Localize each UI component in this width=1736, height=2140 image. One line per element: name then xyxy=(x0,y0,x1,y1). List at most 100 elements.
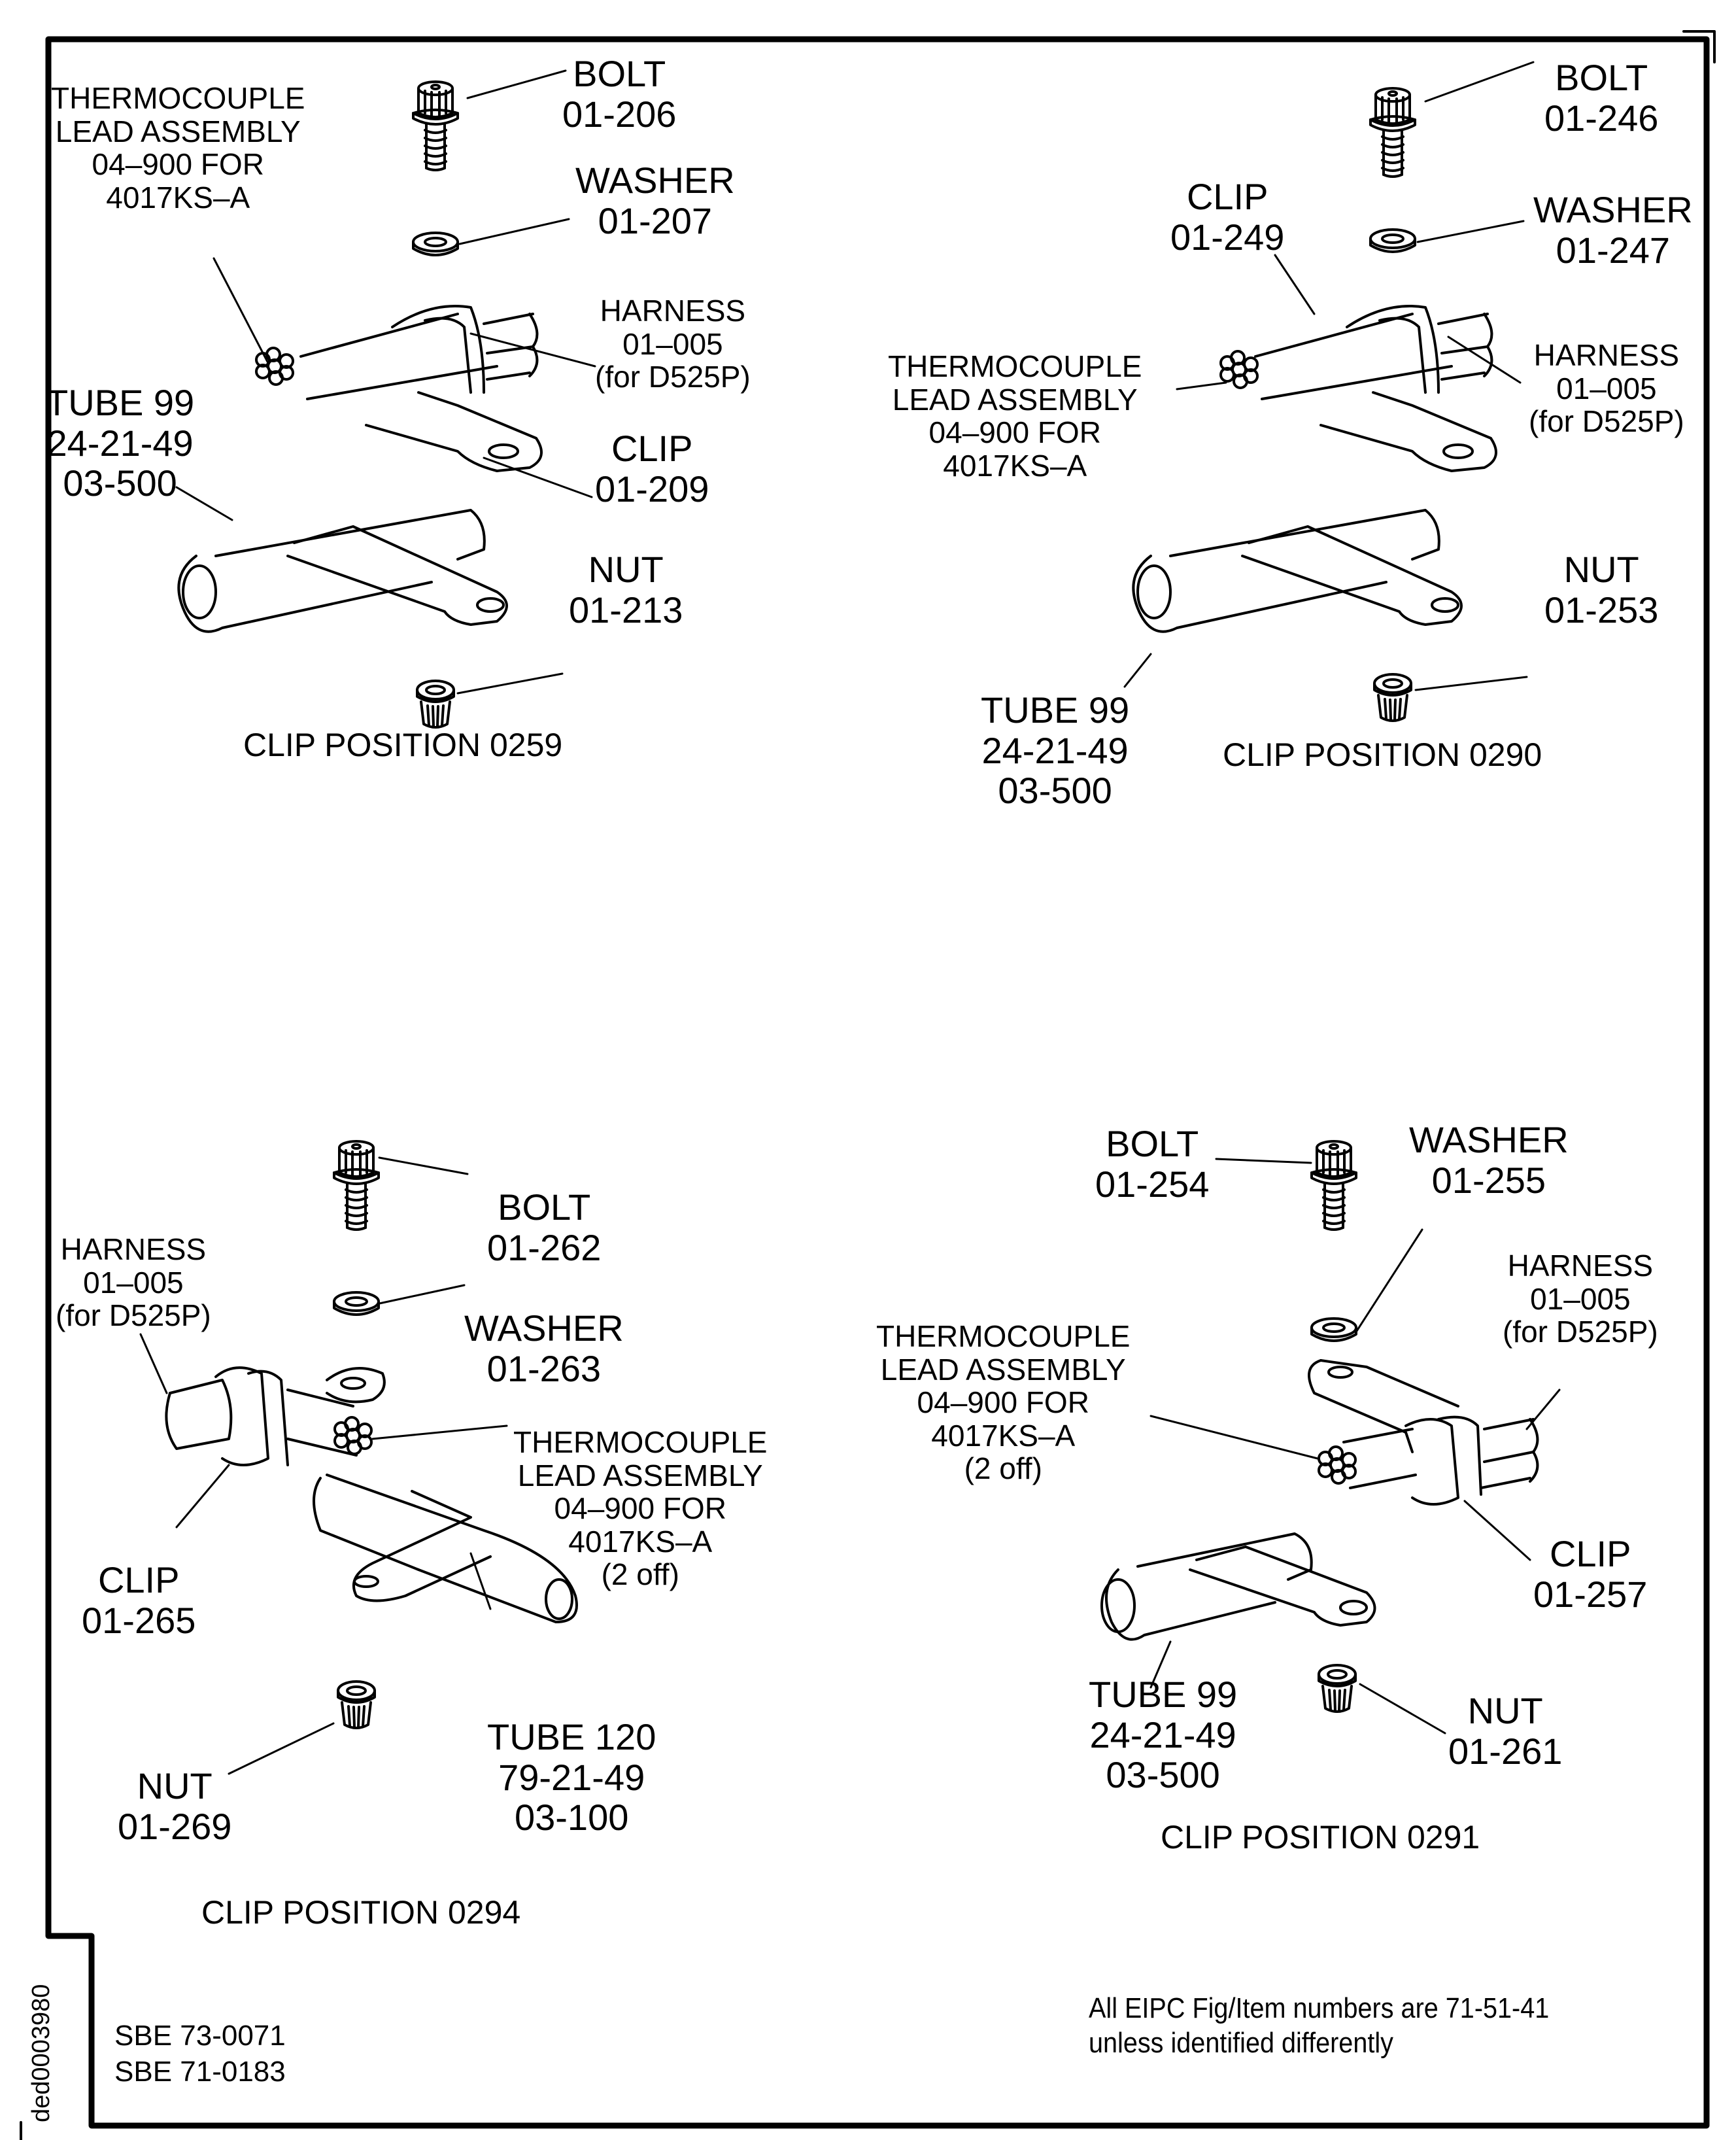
view-0294-bolt-label: BOLT 01-262 xyxy=(487,1187,601,1268)
part-name: BOLT xyxy=(573,53,666,94)
part-name: BOLT xyxy=(1106,1123,1199,1164)
view-0291-art xyxy=(1100,1140,1561,1734)
eipc-note-line: unless identified differently xyxy=(1089,2026,1393,2059)
part-number: 03-100 xyxy=(514,1797,629,1838)
view-0294-art xyxy=(139,1140,578,1775)
part-number: 04–900 FOR xyxy=(554,1491,726,1526)
part-ref: 79-21-49 xyxy=(498,1756,645,1798)
part-number: 01-261 xyxy=(1448,1730,1563,1772)
sbe-references: SBE 73-0071 SBE 71-0183 xyxy=(114,2018,286,2090)
part-number: 03-500 xyxy=(1106,1754,1220,1796)
part-number: 01-247 xyxy=(1556,229,1671,271)
view-0291-bolt-label: BOLT 01-254 xyxy=(1095,1124,1209,1204)
part-name: WASHER xyxy=(575,160,735,201)
part-name: HARNESS xyxy=(60,1232,207,1266)
part-name: THERMOCOUPLE xyxy=(888,349,1142,383)
part-name: HARNESS xyxy=(1533,338,1680,372)
part-number: 01-213 xyxy=(569,589,683,630)
part-name: NUT xyxy=(588,549,664,590)
part-name: BOLT xyxy=(498,1186,591,1228)
part-name: CLIP xyxy=(1186,176,1268,217)
part-number: 01–005 xyxy=(1530,1281,1631,1316)
part-name: NUT xyxy=(1563,549,1639,590)
part-name: TUBE 120 xyxy=(487,1716,656,1757)
view-0290-tube-label: TUBE 99 24-21-49 03-500 xyxy=(981,690,1129,811)
part-name: WASHER xyxy=(464,1307,624,1349)
part-name: CLIP xyxy=(1549,1533,1631,1574)
part-number: 01–005 xyxy=(83,1265,184,1300)
part-number: 04–900 FOR xyxy=(928,415,1101,450)
part-name: HARNESS xyxy=(600,294,746,328)
applicability: 4017KS–A xyxy=(106,180,250,215)
view-0259-bolt-label: BOLT 01-206 xyxy=(562,54,676,134)
eipc-note: All EIPC Fig/Item numbers are 71-51-41 u… xyxy=(1089,1992,1549,2061)
view-0294-tube-label: TUBE 120 79-21-49 03-100 xyxy=(487,1717,656,1838)
applicability: (for D525P) xyxy=(595,360,751,394)
part-name: WASHER xyxy=(1533,189,1693,230)
part-name: TUBE 99 xyxy=(981,689,1130,731)
part-number: 01–005 xyxy=(622,326,723,361)
applicability: (for D525P) xyxy=(56,1298,211,1333)
part-number: 01-255 xyxy=(1431,1159,1546,1201)
view-0259-clip-label: CLIP 01-209 xyxy=(595,428,709,509)
part-name: THERMOCOUPLE xyxy=(51,81,305,115)
view-0259-harness-label: HARNESS 01–005 (for D525P) xyxy=(595,294,751,394)
quantity: (2 off) xyxy=(601,1557,679,1592)
part-name: TUBE 99 xyxy=(1089,1674,1238,1715)
part-name: CLIP xyxy=(611,428,693,469)
part-name: THERMOCOUPLE xyxy=(513,1425,768,1459)
part-number: 01-209 xyxy=(595,468,709,509)
applicability: (for D525P) xyxy=(1503,1315,1658,1349)
part-number: 01-206 xyxy=(562,93,677,135)
part-name: NUT xyxy=(137,1765,213,1806)
part-name-line2: LEAD ASSEMBLY xyxy=(880,1352,1126,1387)
sbe-ref: SBE 71-0183 xyxy=(114,2056,286,2088)
view-0290-caption: CLIP POSITION 0290 xyxy=(1223,736,1542,773)
part-number: 01-254 xyxy=(1095,1163,1210,1205)
view-0294-clip-label: CLIP 01-265 xyxy=(82,1560,196,1640)
part-name: THERMOCOUPLE xyxy=(876,1319,1131,1353)
part-name-line2: LEAD ASSEMBLY xyxy=(892,382,1138,417)
view-0291-washer-label: WASHER 01-255 xyxy=(1409,1120,1569,1200)
view-0259-art xyxy=(175,69,596,729)
part-number: 01-246 xyxy=(1544,97,1659,139)
part-name-line2: LEAD ASSEMBLY xyxy=(517,1458,763,1493)
view-0290-washer-label: WASHER 01-247 xyxy=(1533,190,1693,270)
part-ref: 24-21-49 xyxy=(46,422,194,464)
view-0291-clip-label: CLIP 01-257 xyxy=(1533,1534,1647,1614)
view-0290-clip-label: CLIP 01-249 xyxy=(1170,177,1284,257)
view-0290-nut-label: NUT 01-253 xyxy=(1544,549,1658,630)
part-number: 01-207 xyxy=(598,199,713,241)
view-0290-thermocouple-label: THERMOCOUPLE LEAD ASSEMBLY 04–900 FOR 40… xyxy=(888,350,1142,482)
view-0291-thermocouple-label: THERMOCOUPLE LEAD ASSEMBLY 04–900 FOR 40… xyxy=(876,1320,1130,1485)
part-number: 03-500 xyxy=(998,770,1112,812)
view-0294-thermocouple-label: THERMOCOUPLE LEAD ASSEMBLY 04–900 FOR 40… xyxy=(513,1426,767,1591)
quantity: (2 off) xyxy=(964,1451,1042,1486)
view-0290-harness-label: HARNESS 01–005 (for D525P) xyxy=(1529,339,1684,438)
applicability: (for D525P) xyxy=(1529,404,1684,439)
view-0259-caption: CLIP POSITION 0259 xyxy=(243,727,563,763)
part-name: HARNESS xyxy=(1507,1249,1654,1283)
view-0294-nut-label: NUT 01-269 xyxy=(118,1766,231,1846)
part-name: BOLT xyxy=(1555,57,1648,98)
sbe-ref: SBE 73-0071 xyxy=(114,2020,286,2052)
view-0291-caption: CLIP POSITION 0291 xyxy=(1161,1819,1480,1855)
frame-border xyxy=(45,36,1710,2129)
view-0291-nut-label: NUT 01-261 xyxy=(1448,1691,1562,1771)
part-ref: 24-21-49 xyxy=(1089,1714,1236,1755)
part-number: 01–005 xyxy=(1556,371,1657,406)
view-0294-harness-label: HARNESS 01–005 (for D525P) xyxy=(56,1233,211,1332)
part-name-line2: LEAD ASSEMBLY xyxy=(55,114,301,148)
view-0291-harness-label: HARNESS 01–005 (for D525P) xyxy=(1503,1249,1658,1349)
part-ref: 24-21-49 xyxy=(981,729,1129,771)
corner-mark-top-right xyxy=(1682,30,1716,63)
part-number: 03-500 xyxy=(63,462,177,504)
view-0294-washer-label: WASHER 01-263 xyxy=(464,1308,624,1389)
part-number: 01-257 xyxy=(1533,1573,1648,1615)
view-0259-nut-label: NUT 01-213 xyxy=(569,549,683,630)
part-number: 01-263 xyxy=(486,1347,602,1389)
view-0290-art xyxy=(1123,61,1535,722)
part-name: NUT xyxy=(1467,1690,1543,1731)
part-number: 01-253 xyxy=(1544,589,1659,630)
